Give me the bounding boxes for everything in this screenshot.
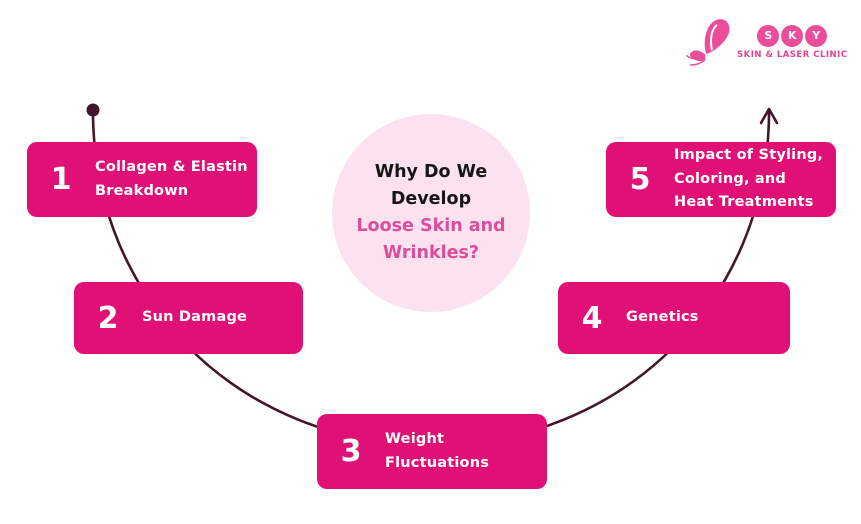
start-pin-dot (86, 103, 100, 117)
cause-number-3: 3 (340, 434, 362, 469)
arrow-up-icon (759, 107, 779, 125)
brand-tagline: SKIN & LASER CLINIC (737, 49, 848, 60)
cause-number-1: 1 (50, 162, 72, 197)
brand-letter-circles: S K Y (757, 24, 828, 47)
cause-box-1: 1 Collagen & Elastin Breakdown (27, 142, 257, 217)
butterfly-icon (686, 19, 730, 66)
brand-letter-s: S (757, 24, 780, 47)
brand-logo: S K Y SKIN & LASER CLINIC (686, 17, 848, 67)
cause-number-5: 5 (629, 162, 651, 197)
center-title-circle: Why Do We Develop Loose Skin and Wrinkle… (332, 114, 530, 312)
center-title-pink: Loose Skin and Wrinkles? (356, 216, 506, 263)
cause-box-5: 5 Impact of Styling, Coloring, and Heat … (606, 142, 836, 217)
cause-box-4: 4 Genetics (558, 282, 790, 354)
cause-label-2: Sun Damage (142, 309, 248, 326)
cause-label-3: Weight Fluctuations (385, 431, 490, 471)
cause-number-2: 2 (97, 300, 119, 336)
butterfly-face-line (710, 24, 718, 51)
cause-label-1: Collagen & Elastin Breakdown (95, 159, 248, 199)
brand-letter-k: K (781, 24, 804, 47)
cause-label-5: Impact of Styling, Coloring, and Heat Tr… (674, 147, 824, 211)
brand-wordmark: S K Y SKIN & LASER CLINIC (737, 24, 848, 60)
cause-box-3: 3 Weight Fluctuations (317, 414, 547, 489)
center-title-black: Why Do We Develop (374, 162, 488, 209)
brand-letter-y: Y (805, 24, 828, 47)
cause-box-2: 2 Sun Damage (74, 282, 303, 354)
cause-number-4: 4 (581, 300, 603, 336)
cause-label-4: Genetics (626, 309, 699, 326)
